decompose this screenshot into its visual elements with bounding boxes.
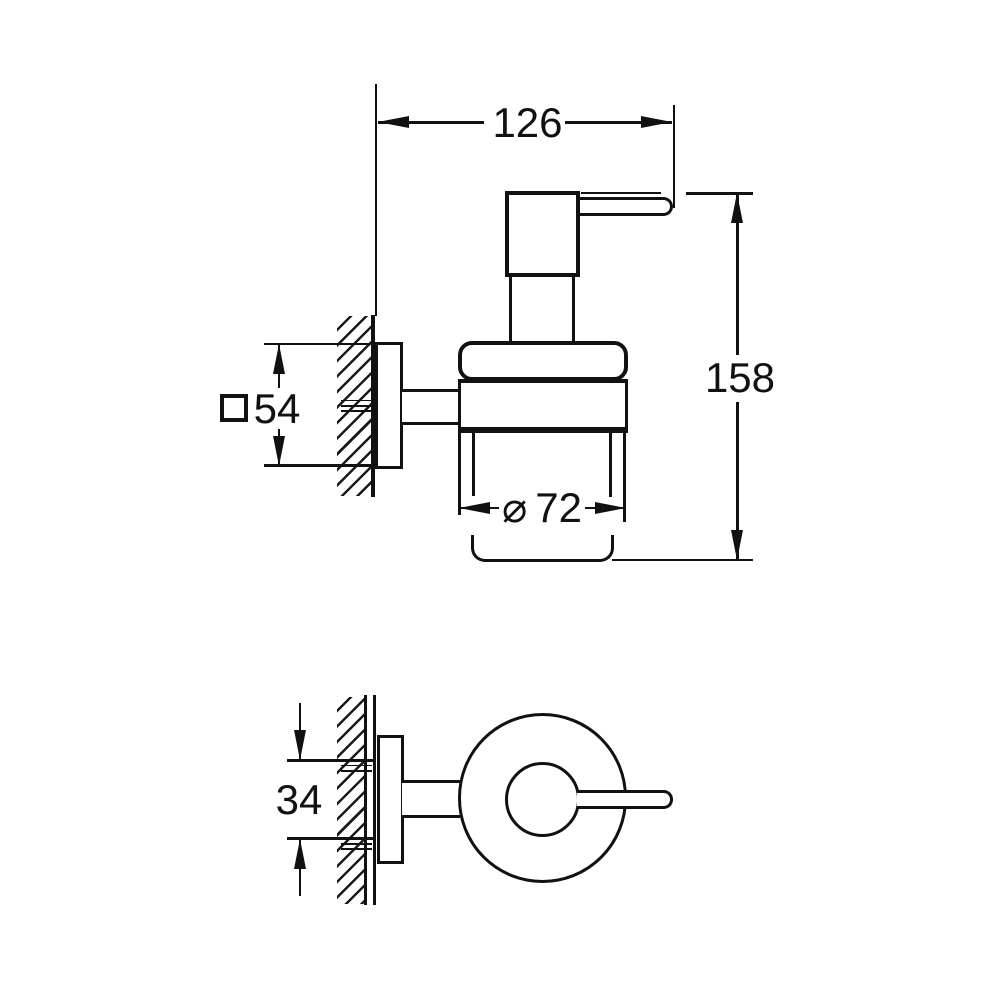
wall-plate-top-view [376, 734, 404, 864]
arrowhead-right [594, 501, 626, 514]
dimension-label-height: 158 [704, 354, 776, 401]
holder-arm-top-view [402, 780, 460, 819]
extension-line-34-bottom [287, 837, 374, 840]
wall-line-outer [364, 695, 367, 905]
dimension-line-158-b [736, 402, 739, 559]
screw-hidden-line [341, 410, 374, 412]
screw-hidden-line [341, 843, 372, 845]
arrowhead-up [272, 343, 285, 374]
reference-line-pump-top [581, 191, 661, 194]
pump-spout-top-view [577, 790, 673, 809]
wall-hatching-top-view [336, 697, 365, 904]
glass-inner-wall-right [609, 432, 613, 497]
extension-line-126-left [374, 84, 378, 316]
glass-outer-wall-right [622, 432, 626, 522]
dimension-label-spacing: 34 [275, 776, 323, 823]
reference-line-glass-bottom [612, 558, 753, 561]
bottle-collar-cap [457, 340, 628, 381]
arrowhead-up [731, 193, 743, 223]
screw-hidden-line [341, 769, 372, 772]
arrowhead-up [293, 838, 306, 869]
pump-spout [579, 196, 673, 216]
screw-hidden-line [341, 848, 372, 851]
holder-arm-side-view [402, 388, 460, 426]
glass-bottom [470, 535, 614, 562]
wall-line-inner [373, 695, 376, 905]
dimension-label-diameter: ⌀72 [496, 486, 588, 530]
dimension-line-126-a [378, 121, 484, 124]
glass-outer-wall-left [457, 432, 461, 515]
glass-inner-wall-left [471, 432, 475, 496]
dimension-line-126-b [565, 121, 672, 124]
pump-head [504, 191, 581, 278]
square-symbol [220, 394, 248, 422]
pump-head-inner-circle [504, 761, 580, 838]
holder-ring [457, 378, 628, 434]
dimension-label-plate: 54 [253, 385, 301, 432]
dimension-line-158-a [736, 194, 739, 355]
extension-line-54-bottom [264, 464, 375, 467]
screw-hidden-line [341, 404, 374, 407]
arrowhead-down [731, 530, 743, 560]
extension-line-54-top [264, 343, 375, 346]
diameter-symbol: ⌀ [501, 484, 528, 531]
tick-line-158-top [686, 192, 753, 195]
wall-plate-side-view [375, 341, 403, 470]
arrowhead-down [293, 730, 306, 760]
arrowhead-down [272, 436, 285, 466]
arrowhead-left [378, 116, 409, 128]
extension-line-34-top [287, 759, 374, 762]
arrowhead-left [459, 501, 490, 514]
arrowhead-right [641, 116, 672, 128]
pump-stem [508, 277, 575, 342]
extension-line-126-right [672, 105, 676, 208]
screw-hidden-line [341, 764, 372, 767]
dimension-label-width: 126 [492, 99, 563, 146]
screw-hidden-line [341, 399, 374, 402]
diameter-value: 72 [535, 484, 582, 531]
